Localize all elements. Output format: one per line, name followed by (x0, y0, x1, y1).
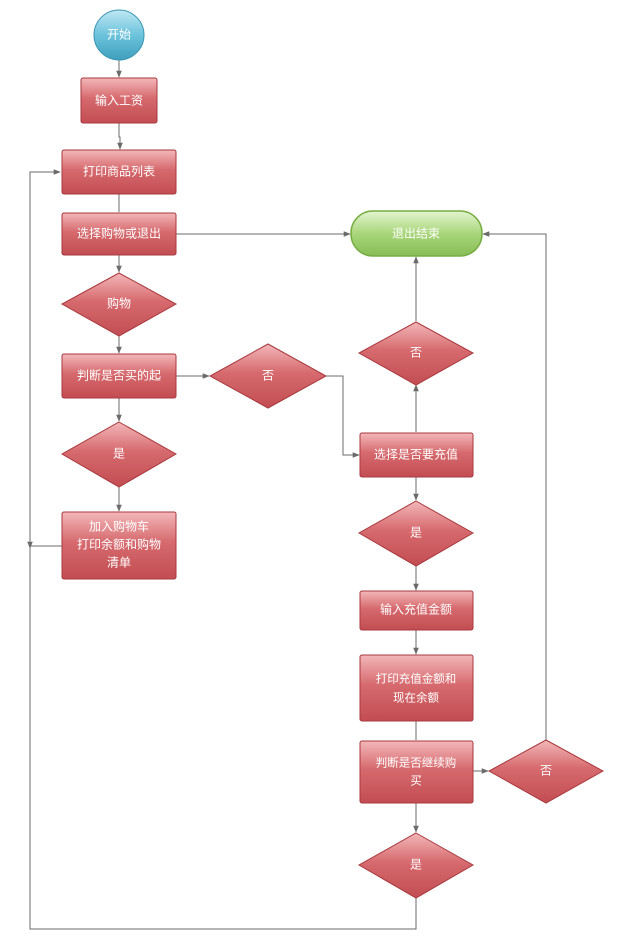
node-decision-yes-3: 是 (357, 832, 475, 899)
node-decision-yes-1: 是 (60, 421, 178, 488)
judge-affordable-label: 判断是否买的起 (77, 368, 161, 383)
print-product-list-label: 打印商品列表 (83, 164, 155, 179)
exit-end-label: 退出结束 (392, 227, 440, 241)
add-cart-line2: 打印余额和购物 (77, 537, 161, 552)
node-exit-end: 退出结束 (350, 210, 483, 257)
choose-shop-or-exit-label: 选择购物或退出 (77, 226, 161, 241)
node-judge-affordable: 判断是否买的起 (61, 353, 177, 399)
node-add-cart: 加入购物车 打印余额和购物 清单 (61, 511, 177, 580)
input-recharge-amount-label: 输入充值金额 (380, 602, 452, 617)
node-input-recharge-amount: 输入充值金额 (359, 590, 474, 631)
judge-continue-line1: 判断是否继续购 (376, 756, 457, 770)
print-recharge-line1: 打印充值金额和 (376, 672, 457, 686)
decision-no-1-label: 否 (262, 369, 274, 383)
node-decision-no-3: 否 (487, 739, 605, 804)
decision-no-3-label: 否 (540, 764, 552, 778)
node-choose-shop-or-exit: 选择购物或退出 (61, 212, 177, 256)
node-decision-no-2: 否 (357, 321, 475, 386)
node-start: 开始 (93, 9, 145, 61)
decision-yes-3-label: 是 (410, 858, 422, 872)
edge-input-to-print-list (117, 123, 123, 150)
start-label: 开始 (107, 28, 131, 42)
edge-cart-loop-back (27, 541, 62, 549)
decision-shop-label: 购物 (107, 296, 131, 311)
decision-yes-2-label: 是 (410, 526, 422, 540)
choose-recharge-label: 选择是否要充值 (374, 447, 458, 462)
input-salary-label: 输入工资 (95, 93, 143, 108)
node-print-product-list: 打印商品列表 (61, 149, 177, 195)
edge-yes3-loop-back (29, 169, 417, 930)
edges (27, 60, 547, 930)
add-cart-line1: 加入购物车 (89, 519, 149, 534)
node-decision-shop: 购物 (60, 272, 178, 337)
node-decision-yes-2: 是 (357, 500, 475, 567)
decision-no-2-label: 否 (410, 346, 422, 360)
edge-no1-to-recharge (326, 375, 360, 458)
judge-continue-line2: 买 (410, 774, 422, 788)
add-cart-line3: 清单 (107, 556, 131, 570)
node-judge-continue: 判断是否继续购 买 (359, 740, 474, 804)
edge-no3-to-exit (482, 231, 547, 740)
decision-yes-1-label: 是 (113, 447, 125, 461)
node-print-recharge: 打印充值金额和 现在余额 (359, 654, 474, 722)
print-recharge-line2: 现在余额 (393, 691, 439, 705)
node-decision-no-1: 否 (208, 343, 328, 409)
node-input-salary: 输入工资 (80, 77, 158, 124)
node-choose-recharge: 选择是否要充值 (359, 432, 474, 478)
